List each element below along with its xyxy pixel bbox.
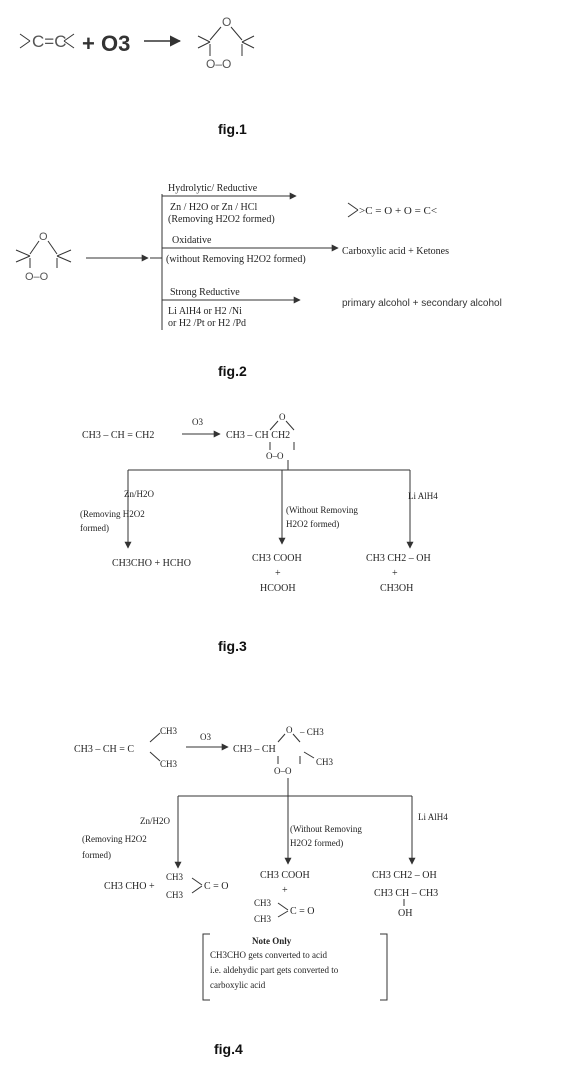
fig4-right-reagent: Li AlH4 [418,812,448,822]
fig4-note-box: Note Only CH3CHO gets converted to acid … [202,933,388,1001]
fig2-branch2-product: Carboxylic acid + Ketones [342,246,449,257]
fig4-right-product: CH3 CH2 – OH [372,870,437,881]
fig4-mid-ketone: C = O [290,906,315,917]
fig1-ozonide-peroxide: O–O [206,57,231,71]
fig2-branch1-product: >C = O + O = C< [359,205,437,217]
fig2: O O–O Hydrolytic/ Reductive Zn / H2O or … [15,183,502,379]
fig4-right-product-2: CH3 CH – CH3 [374,888,438,899]
fig4-ozonide-methyl-2: CH3 [316,757,334,767]
fig4-right-product-3: OH [398,908,412,919]
fig4-mid-ketone-methyl-1: CH3 [254,898,272,908]
fig2-branch1-title: Hydrolytic/ Reductive [168,183,258,194]
fig2-branch1-condition: Zn / H2O or Zn / HCl [170,202,257,213]
fig3-reactant: CH3 – CH = CH2 [82,430,154,441]
fig2-caption: fig.2 [218,363,247,379]
fig2-branch2-condition: (without Removing H2O2 formed) [166,254,306,265]
fig4-left-condition-2: formed) [82,850,111,860]
fig4-left-product: CH3 CHO + [104,881,155,892]
fig4-ozonide-methyl-1: – CH3 [299,727,324,737]
fig3-right-product: CH3 CH2 – OH [366,553,431,564]
fig4-mid-condition: (Without Removing [290,824,362,834]
fig2-branch3-condition-2: or H2 /Pt or H2 /Pd [168,318,246,329]
fig4-ozonide-oxygen: O [286,725,293,735]
fig3-left-condition-2: formed) [80,523,109,533]
fig4-mid-product: CH3 COOH [260,870,310,881]
fig3-ozonide-peroxide: O–O [266,451,284,461]
fig3-right-reagent: Li AlH4 [408,491,438,501]
fig4-left-ketone-methyl-1: CH3 [166,872,184,882]
fig4-ozonide: CH3 – CH [233,744,276,755]
fig4: CH3 – CH = C CH3 CH3 O3 CH3 – CH O – CH3… [74,725,448,1057]
fig3-ozonide-oxygen: O [279,412,286,422]
fig2-branch3-product: primary alcohol + secondary alcohol [342,298,502,309]
fig3-reagent: O3 [192,417,203,427]
fig1-caption: fig.1 [218,121,247,137]
fig3-right-product-2: CH3OH [380,583,413,594]
fig1-alkene: C=C [32,32,66,51]
fig1-ozone: + O3 [82,31,130,56]
fig3-caption: fig.3 [218,638,247,654]
fig2-branch3-title: Strong Reductive [170,287,240,298]
fig3-left-product: CH3CHO + HCHO [112,558,191,569]
fig4-reactant-methyl-2: CH3 [160,759,178,769]
fig3-mid-product: CH3 COOH [252,553,302,564]
fig3-right-plus: + [392,568,398,579]
fig2-ozonide-oxygen: O [39,231,48,243]
fig4-left-reagent: Zn/H2O [140,816,170,826]
fig1: C=C + O3 O O–O fig.1 [19,15,255,137]
fig2-ozonide-peroxide: O–O [25,271,49,283]
fig2-branch3-condition: Li AlH4 or H2 /Ni [168,306,242,317]
fig4-ozonide-peroxide: O–O [274,766,292,776]
fig3-left-reagent: Zn/H2O [124,489,154,499]
fig3: CH3 – CH = CH2 O3 CH3 – CH CH2 O O–O Zn/… [80,412,438,654]
fig3-ozonide: CH3 – CH CH2 [226,430,290,441]
fig4-note-line-2: i.e. aldehydic part gets converted to [210,965,339,975]
fig1-ozonide-oxygen: O [222,15,231,29]
fig4-mid-ketone-methyl-2: CH3 [254,914,272,924]
fig4-mid-condition-2: H2O2 formed) [290,838,343,848]
fig2-branch2-title: Oxidative [172,235,212,246]
fig4-reactant-methyl-1: CH3 [160,726,178,736]
fig4-left-ketone-methyl-2: CH3 [166,890,184,900]
fig3-mid-plus: + [275,568,281,579]
fig4-reactant: CH3 – CH = C [74,744,134,755]
fig4-mid-plus: + [282,885,288,896]
fig3-left-condition: (Removing H2O2 [80,509,145,519]
fig4-note-line-1: CH3CHO gets converted to acid [210,950,327,960]
fig2-branch1-condition-note: (Removing H2O2 formed) [168,214,275,225]
fig3-mid-condition: (Without Removing [286,505,358,515]
fig3-mid-product-2: HCOOH [260,583,296,594]
fig4-caption: fig.4 [214,1041,243,1057]
fig4-left-ketone: C = O [204,881,229,892]
fig4-reagent: O3 [200,732,211,742]
fig4-note-line-3: carboxylic acid [210,980,266,990]
fig4-left-condition: (Removing H2O2 [82,834,147,844]
fig4-note-title: Note Only [252,936,292,946]
fig3-mid-condition-2: H2O2 formed) [286,519,339,529]
